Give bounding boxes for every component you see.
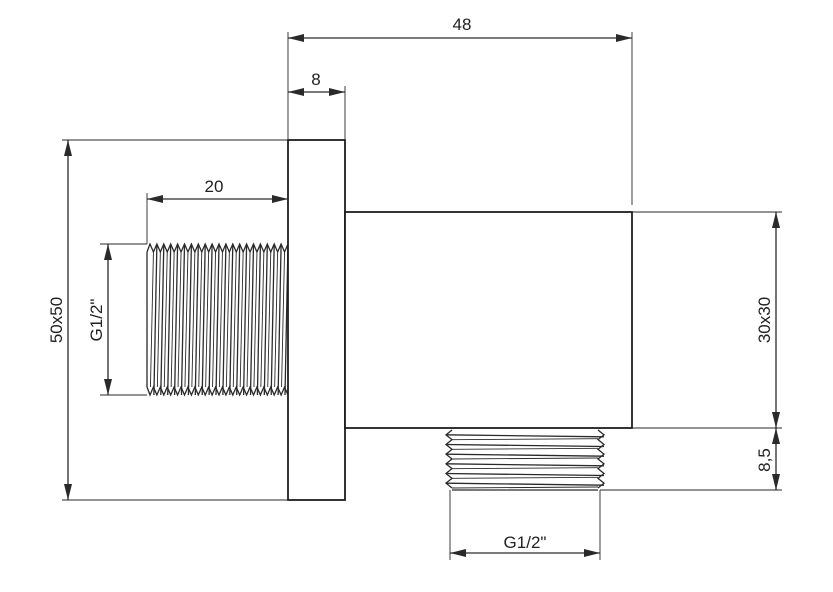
thread-root-line (163, 251, 168, 388)
dim-label-flange-size: 50x50 (47, 297, 66, 343)
thread-crest-line (277, 243, 282, 396)
dim-label-outlet-thread-size: G1/2" (504, 533, 547, 552)
thread-root-line (198, 251, 203, 388)
thread-crest-line (222, 243, 227, 396)
thread-crest-line (256, 243, 262, 396)
thread-root-line (191, 251, 196, 388)
dim-total-depth-arrowhead (288, 34, 304, 42)
dim-body-size-arrowhead (772, 412, 780, 428)
dim-flange-size-arrowhead (64, 484, 72, 500)
thread-bottom-profile (146, 385, 289, 397)
thread-root-line (184, 251, 189, 388)
dim-flange-thickness-arrowhead (288, 88, 304, 96)
thread-root-line (281, 251, 285, 388)
flange (287, 139, 346, 501)
dim-label-rear-thread-size: G1/2" (87, 299, 106, 342)
thread-root-line (451, 467, 599, 470)
dim-flange-size-arrowhead (64, 140, 72, 156)
thread-root-line (212, 251, 216, 388)
body (344, 211, 633, 429)
dim-rear-thread-length-arrowhead (147, 195, 163, 203)
thread-root-line (260, 251, 265, 388)
thread-root-line (232, 251, 237, 388)
dim-outlet-thread-length-arrowhead (772, 428, 780, 444)
thread-crest-line (173, 243, 179, 396)
dim-outlet-thread-size-arrowhead (450, 549, 466, 557)
dim-rear-thread-size-arrowhead (104, 379, 112, 395)
thread-root-line (225, 251, 230, 388)
thread-root-line (156, 251, 161, 388)
thread-crest-line (445, 472, 605, 477)
thread-root-line (177, 251, 182, 388)
dim-flange-thickness-arrowhead (329, 88, 345, 96)
thread-left-profile (444, 429, 454, 489)
dim-total-depth-arrowhead (616, 34, 632, 42)
dim-label-flange-thickness: 8 (311, 70, 320, 89)
dim-label-total-depth: 48 (453, 15, 472, 34)
dim-rear-thread-size-arrowhead (104, 244, 112, 260)
thread-root-line (150, 251, 154, 388)
dim-outlet-thread-length-arrowhead (772, 474, 780, 490)
thread-crest-line (242, 243, 248, 396)
thread-root-line (451, 476, 599, 479)
outlet-thread (444, 429, 606, 491)
thread-root-line (253, 251, 258, 388)
thread-crest-line (208, 243, 213, 396)
dim-body-size-arrowhead (772, 212, 780, 228)
dim-label-body-size: 30x30 (755, 297, 774, 343)
dim-outlet-thread-size-arrowhead (584, 549, 600, 557)
thread-crest-line (445, 443, 605, 448)
thread-crest-line (194, 243, 199, 396)
thread-crest-line (180, 243, 186, 396)
thread-crest-line (215, 243, 220, 396)
thread-crest-line (160, 243, 165, 396)
thread-root-line (246, 251, 251, 388)
thread-crest-line (263, 243, 268, 396)
thread-crest-line (445, 482, 605, 486)
thread-root-line (219, 251, 223, 388)
thread-root-line (267, 251, 272, 388)
thread-crest-line (201, 243, 206, 396)
thread-crest-line (445, 453, 605, 457)
dim-label-outlet-thread-length: 8,5 (755, 448, 774, 472)
thread-crest-line (270, 243, 275, 396)
thread-crest-line (445, 463, 605, 467)
thread-root-line (451, 447, 599, 450)
thread-crest-line (236, 243, 241, 396)
thread-crest-line (445, 434, 605, 438)
thread-root-line (274, 251, 279, 388)
thread-root-line (451, 438, 599, 441)
thread-root-line (170, 251, 175, 388)
thread-root-line (239, 251, 244, 388)
thread-crest-line (229, 243, 234, 396)
dim-rear-thread-length-arrowhead (272, 195, 288, 203)
thread-root-line (451, 486, 599, 489)
thread-crest-line (187, 243, 193, 396)
thread-root-line (205, 251, 210, 388)
thread-crest-line (167, 243, 172, 396)
dimension-lines (64, 34, 780, 557)
dim-label-rear-thread-length: 20 (205, 177, 224, 196)
thread-crest-line (249, 243, 255, 396)
thread-root-line (451, 457, 599, 460)
thread-top-profile (146, 242, 289, 254)
thread-crest-line (153, 243, 158, 396)
rear-thread (146, 242, 289, 397)
thread-right-profile (596, 429, 606, 489)
